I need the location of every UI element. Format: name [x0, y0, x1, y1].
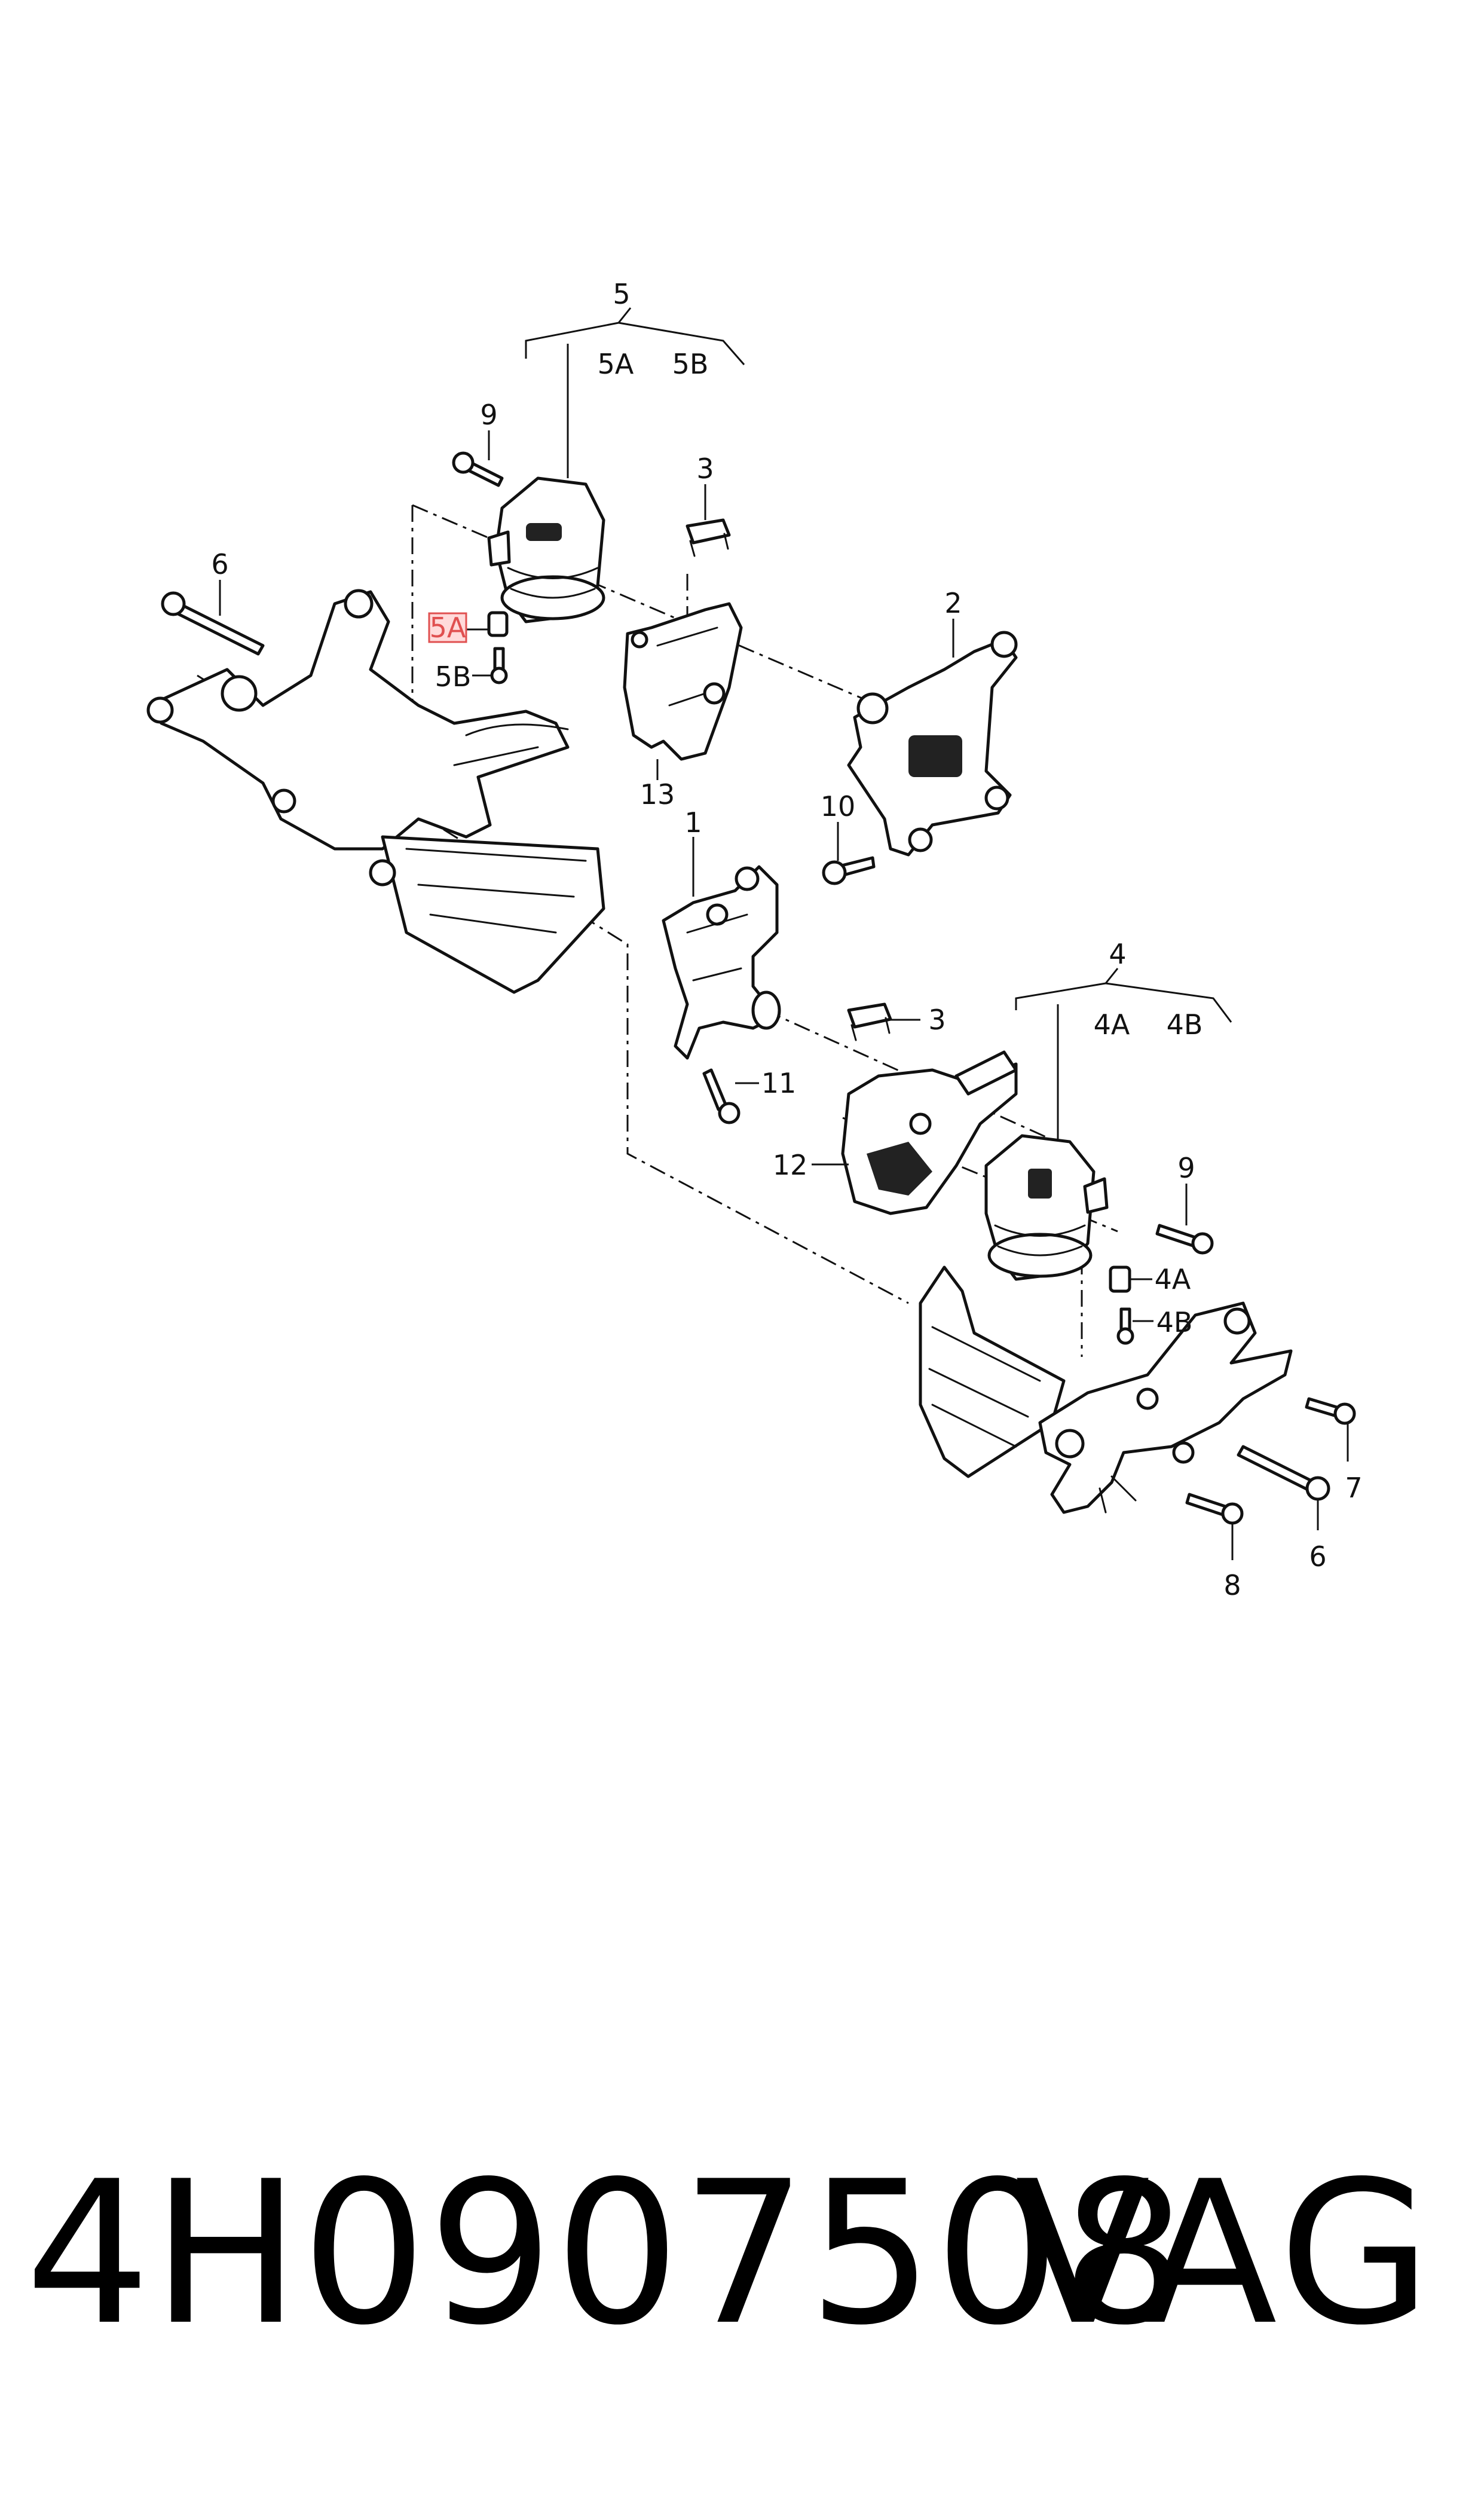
bolt-5B [490, 647, 508, 684]
footer: 4H0907508 VAG [0, 2140, 1484, 2367]
callout-11: 11 [761, 1067, 797, 1099]
callout-7: 7 [1345, 1472, 1362, 1504]
bolt-6-left [161, 591, 265, 656]
callout-9-top: 9 [480, 399, 497, 431]
callout-6-left: 6 [211, 548, 228, 580]
callout-9-right: 9 [1177, 1152, 1195, 1184]
bracket-2 [847, 631, 1018, 857]
cap-3-mid [847, 1002, 892, 1041]
bolt-9-right [1155, 1224, 1214, 1255]
bolt-7 [1305, 1397, 1356, 1425]
callout-5B-side: 5B [435, 661, 472, 693]
callout-4B-top: 4B [1167, 1008, 1203, 1041]
callout-3-top: 3 [696, 453, 714, 485]
engine-mount-5 [487, 476, 605, 623]
callout-2: 2 [944, 587, 962, 619]
engine-mount-4 [984, 1134, 1109, 1281]
bracket-12 [841, 1050, 1018, 1215]
callout-10: 10 [821, 790, 856, 823]
callout-6-right: 6 [1309, 1540, 1326, 1573]
brand-label: VAG [1015, 2139, 1436, 2368]
bolt-6-right [1237, 1445, 1330, 1501]
callout-4: 4 [1109, 938, 1126, 970]
callout-12: 12 [773, 1149, 808, 1181]
callout-1: 1 [684, 806, 702, 839]
bolt-9-top [452, 451, 504, 487]
callout-labels: 5 5A 5B 9 3 6 2 5A 5B 13 10 1 4 4A 4B 3 … [211, 278, 1362, 1601]
callout-5: 5 [613, 278, 630, 310]
front-subframe-left [146, 589, 605, 994]
part-number: 4H0907508 [25, 2139, 1188, 2368]
bolt-11 [702, 1068, 741, 1124]
callout-4A-top: 4A [1094, 1008, 1130, 1041]
cap-3-top [686, 518, 731, 557]
callout-4A-side: 4A [1155, 1263, 1191, 1295]
callout-5B-top: 5B [672, 348, 709, 380]
front-subframe-right [919, 1265, 1293, 1514]
callout-5A-side: 5A [430, 612, 466, 644]
bracket-13 [623, 602, 743, 761]
washer-4A [1109, 1265, 1131, 1293]
highlight-5A [428, 612, 467, 643]
callout-5A-top: 5A [598, 348, 634, 380]
callout-13: 13 [640, 778, 675, 811]
leader-lines [219, 307, 1349, 1560]
bolt-4B [1116, 1307, 1134, 1345]
bolt-8 [1185, 1493, 1244, 1525]
callout-3-mid: 3 [928, 1004, 946, 1036]
washer-5A [487, 611, 509, 637]
callout-8: 8 [1223, 1569, 1241, 1601]
callout-4B-side: 4B [1156, 1306, 1193, 1338]
bracket-1 [662, 865, 781, 1060]
bolt-10 [822, 856, 876, 885]
